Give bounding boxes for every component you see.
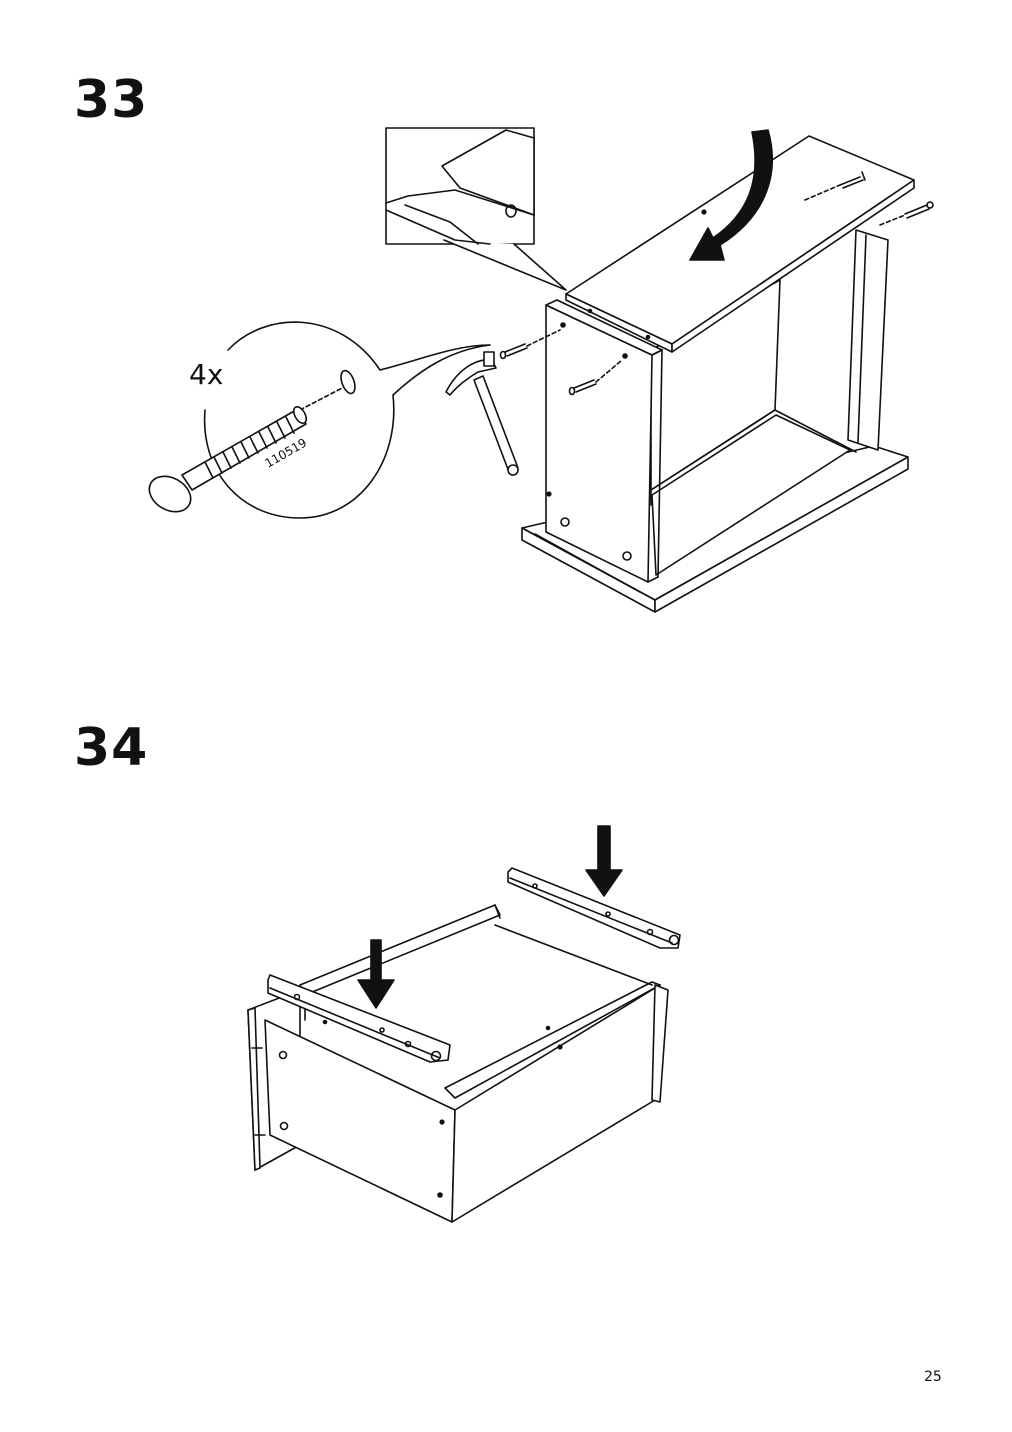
page-number: 25	[924, 1369, 942, 1385]
step-33-illustration: 4x 110519	[148, 127, 934, 613]
step-34-number: 34	[74, 718, 149, 778]
curved-arrow-icon	[689, 129, 773, 261]
down-arrow-icon-left	[357, 939, 395, 1009]
down-arrow-icon-right	[585, 825, 623, 897]
quantity-label: 4x	[189, 358, 223, 391]
right-side-panel	[847, 229, 889, 451]
step-33-number: 33	[74, 70, 149, 130]
left-side-panel	[545, 299, 663, 583]
dowel-callout	[148, 321, 491, 519]
plastic-dowel-icon	[148, 406, 308, 513]
drawer-rail-left	[267, 974, 451, 1063]
screw-top-1	[804, 171, 866, 201]
screw-left-1	[499, 329, 561, 360]
screw-top-2	[879, 201, 934, 226]
drawer-box	[247, 904, 669, 1223]
top-panel	[565, 135, 915, 353]
detail-callout	[385, 127, 567, 291]
hammer-icon	[445, 351, 519, 476]
screw-left-2	[568, 359, 623, 396]
drawer-rail-right	[507, 867, 681, 949]
step-34-illustration	[247, 825, 681, 1223]
